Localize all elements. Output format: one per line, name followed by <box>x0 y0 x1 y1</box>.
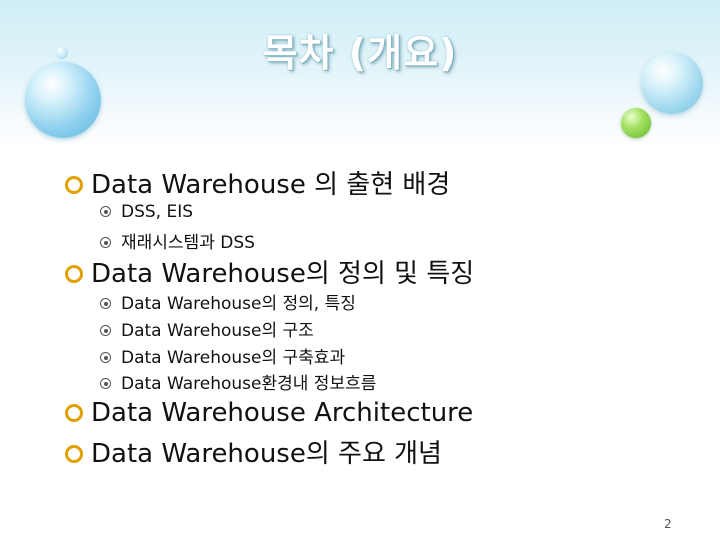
header-banner <box>0 0 720 150</box>
bullet-ring-icon <box>65 404 83 422</box>
bullet-dot-icon <box>100 352 111 363</box>
outline-subitem: DSS, EIS <box>100 202 193 222</box>
bullet-ring-icon <box>65 176 83 194</box>
outline-subitem: Data Warehouse의 정의, 특징 <box>100 289 356 314</box>
outline-subitem-text: DSS, EIS <box>121 202 194 222</box>
outline-subitem: Data Warehouse의 구조 <box>100 316 314 341</box>
bullet-dot-icon <box>100 298 111 309</box>
decorative-bubble-large <box>25 62 101 138</box>
outline-subitem: 재래시스템과 DSS <box>100 228 255 253</box>
page-number: 2 <box>664 517 672 531</box>
outline-item-2: Data Warehouse의 정의 및 특징 <box>65 253 474 290</box>
outline-subitem-text: Data Warehouse의 정의, 특징 <box>121 294 356 314</box>
outline-item-text: Data Warehouse Architecture <box>91 398 474 428</box>
bullet-dot-icon <box>100 237 111 248</box>
bullet-dot-icon <box>100 378 111 389</box>
outline-item-text: Data Warehouse의 정의 및 특징 <box>91 259 475 289</box>
bullet-ring-icon <box>65 265 83 283</box>
slide-title: 목차 (개요) <box>262 31 458 75</box>
bullet-dot-icon <box>100 206 111 217</box>
outline-item-text: Data Warehouse 의 출현 배경 <box>91 170 451 200</box>
decorative-bubble-small <box>56 47 68 59</box>
outline-subitem-text: Data Warehouse환경내 정보흐름 <box>121 374 377 394</box>
outline-item-text: Data Warehouse의 주요 개념 <box>91 439 442 469</box>
outline-item-3: Data Warehouse Architecture <box>65 398 473 428</box>
bullet-ring-icon <box>65 445 83 463</box>
outline-item-4: Data Warehouse의 주요 개념 <box>65 433 442 470</box>
outline-subitem: Data Warehouse환경내 정보흐름 <box>100 369 376 394</box>
decorative-bubble-green <box>621 108 651 138</box>
outline-item-1: Data Warehouse 의 출현 배경 <box>65 164 450 201</box>
decorative-bubble-right <box>641 52 703 114</box>
outline-subitem-text: 재래시스템과 DSS <box>121 233 255 253</box>
bullet-dot-icon <box>100 325 111 336</box>
outline-subitem: Data Warehouse의 구축효과 <box>100 343 345 368</box>
outline-subitem-text: Data Warehouse의 구조 <box>121 321 314 341</box>
outline-subitem-text: Data Warehouse의 구축효과 <box>121 348 346 368</box>
